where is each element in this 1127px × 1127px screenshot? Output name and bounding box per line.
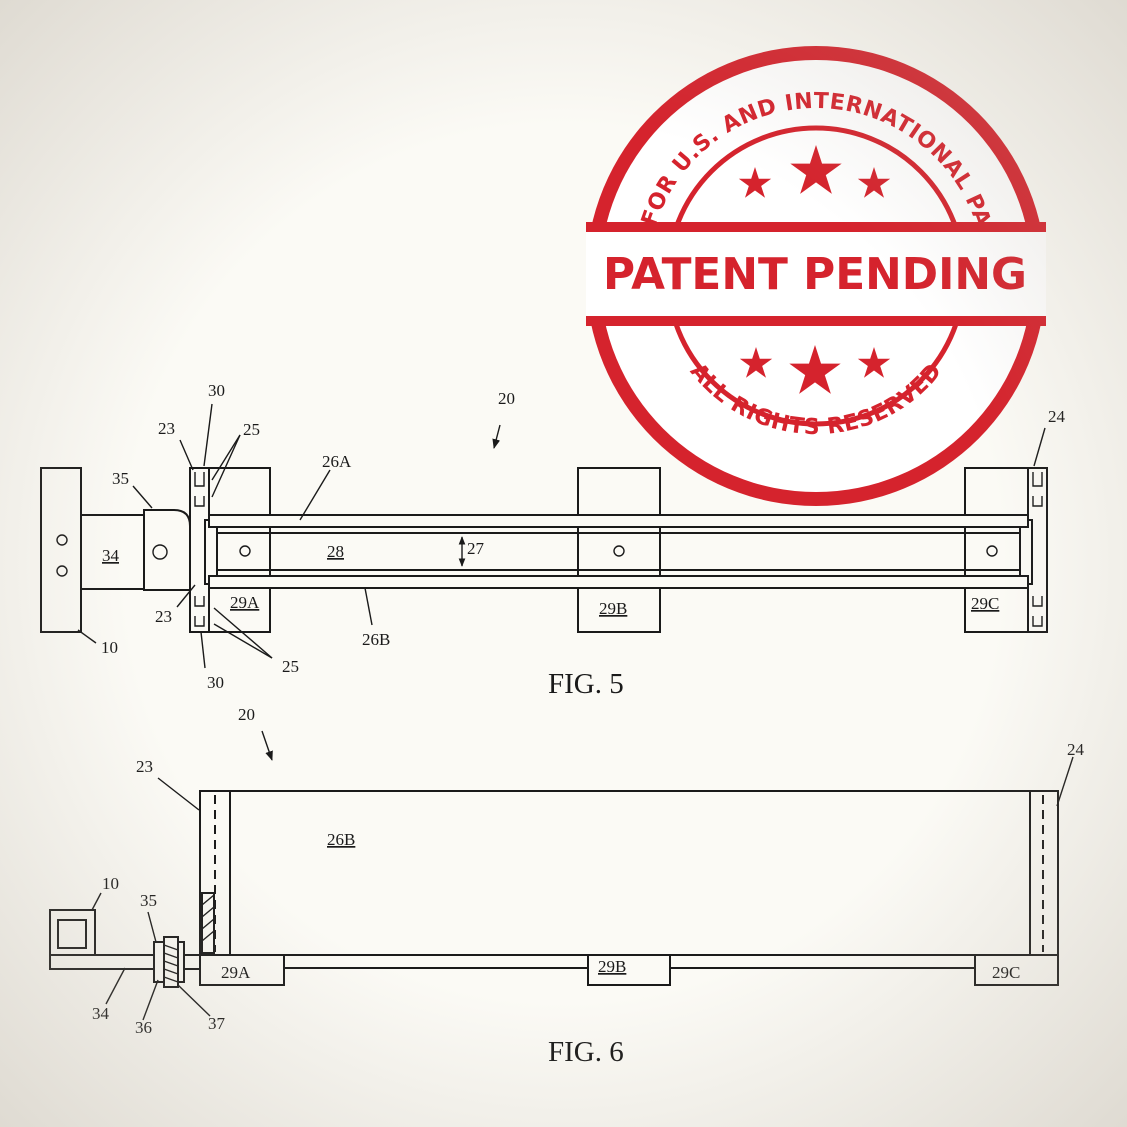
fig5-part-10-block	[40, 467, 82, 633]
fig5-hole	[239, 545, 251, 557]
fig6-drawing: 20 23 24 26B 10 35 29A 29B 29C 34 36 37 …	[49, 705, 1085, 1068]
fig6-label-35: 35	[140, 891, 157, 910]
fig6-label-29c: 29C	[992, 963, 1020, 982]
seal-main-text: PATENT PENDING	[603, 249, 1027, 300]
fig5-label-35: 35	[112, 469, 129, 488]
fig5-slots	[194, 472, 205, 627]
fig5-hole	[56, 565, 68, 577]
fig5-label-26a: 26A	[322, 452, 352, 471]
fig6-block-29c	[974, 954, 1059, 986]
fig5-label-10: 10	[101, 638, 118, 657]
fig5-label-25: 25	[243, 420, 260, 439]
fig5-label-34: 34	[102, 546, 120, 565]
fig5-label-27: 27	[467, 539, 485, 558]
fig6-panel-26b	[199, 790, 1059, 956]
fig6-label-36: 36	[135, 1018, 152, 1037]
patent-pending-seal: FILED FOR U.S. AND INTERNATIONAL PATENTS…	[0, 0, 1046, 506]
fig5-slots	[1032, 472, 1043, 627]
fig5-label-29c: 29C	[971, 594, 999, 613]
fig6-label-10: 10	[102, 874, 119, 893]
fig5-label-28: 28	[327, 542, 344, 561]
fig6-caption: FIG. 6	[548, 1036, 624, 1068]
fig5-label-20: 20	[498, 389, 515, 408]
star-icon	[789, 345, 841, 394]
fig5-drawing: 20 30 23 25 35 26A 24 34 28 27 23 29A 29…	[40, 381, 1066, 700]
star-icon	[857, 167, 891, 198]
star-icon	[790, 145, 842, 194]
fig6-bolt-37	[163, 936, 179, 988]
fig6-label-34: 34	[92, 1004, 110, 1023]
fig5-label-29a: 29A	[230, 593, 260, 612]
fig5-label-25-bottom: 25	[282, 657, 299, 676]
fig5-label-24: 24	[1048, 407, 1066, 426]
fig5-label-30: 30	[208, 381, 225, 400]
fig6-hatched-plate	[201, 892, 215, 954]
fig6-block-29b	[587, 954, 671, 986]
fig6-label-20: 20	[238, 705, 255, 724]
star-icon	[739, 347, 773, 378]
fig5-block-29b-overlay	[577, 532, 661, 571]
fig5-label-29b: 29B	[599, 599, 627, 618]
fig6-label-29b: 29B	[598, 957, 626, 976]
fig6-label-29a: 29A	[221, 963, 251, 982]
fig5-rail-26b	[208, 575, 1029, 589]
fig5-hole	[613, 545, 625, 557]
fig5-rail-26a	[208, 514, 1029, 528]
fig6-label-26b: 26B	[327, 830, 355, 849]
fig6-label-23: 23	[136, 757, 153, 776]
fig5-label-26b: 26B	[362, 630, 390, 649]
fig5-label-23-bottom: 23	[155, 607, 172, 626]
fig5-caption: FIG. 5	[548, 668, 624, 700]
fig5-inner-plate	[1019, 519, 1033, 585]
fig5-pivot-hole	[152, 544, 168, 560]
fig5-inner-plate	[204, 519, 218, 585]
star-icon	[738, 167, 772, 198]
fig5-hole	[56, 534, 68, 546]
fig5-label-23: 23	[158, 419, 175, 438]
fig5-label-30-bottom: 30	[207, 673, 224, 692]
fig6-label-37: 37	[208, 1014, 226, 1033]
fig5-hole	[986, 545, 998, 557]
star-icon	[857, 347, 891, 378]
fig6-label-24: 24	[1067, 740, 1085, 759]
